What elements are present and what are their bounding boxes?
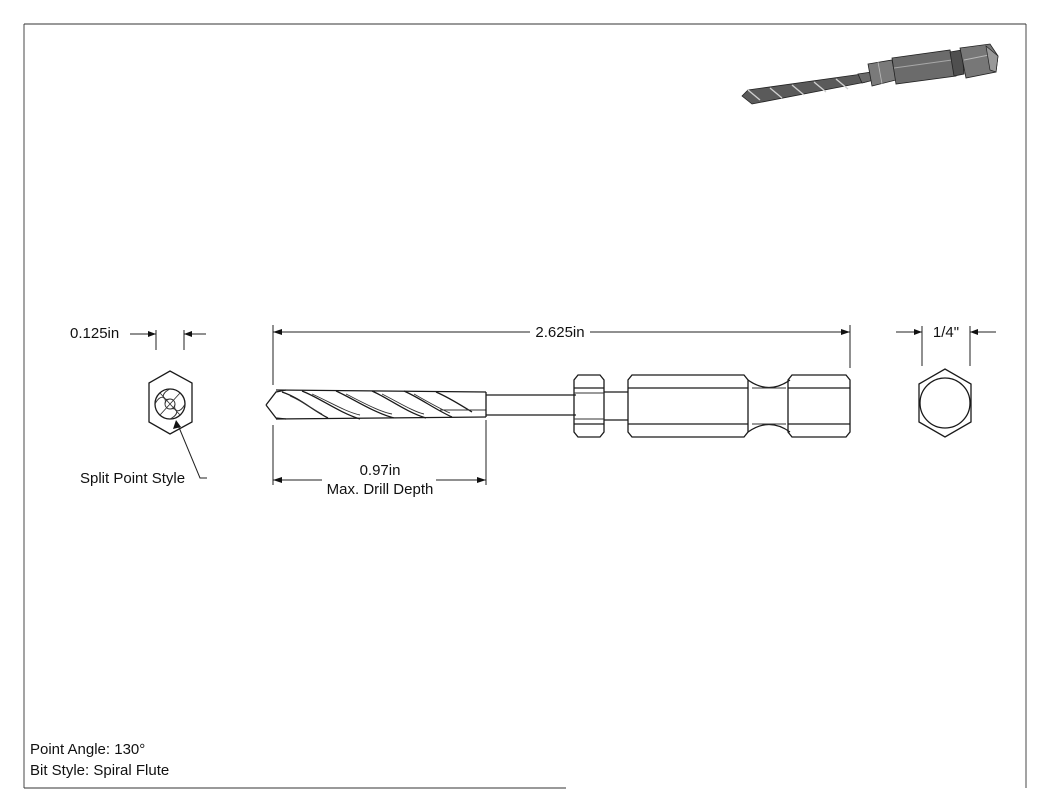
dim-overall-length: 2.625in	[535, 324, 585, 341]
note-point-angle: Point Angle: 130°	[30, 741, 146, 758]
dim-tip-diameter: 0.125in	[70, 325, 120, 342]
side-view-drill-bit	[265, 325, 851, 485]
dim-drill-depth-value: 0.97in	[359, 462, 401, 479]
sheet-border	[23, 23, 1027, 789]
isometric-thumbnail	[741, 43, 999, 105]
end-view-split-point	[130, 330, 207, 479]
callout-split-point: Split Point Style	[80, 470, 186, 487]
dim-drill-depth-caption: Max. Drill Depth	[326, 481, 434, 498]
end-view-hex	[896, 326, 996, 438]
note-bit-style: Bit Style: Spiral Flute	[30, 762, 170, 779]
hex-outline-right	[918, 368, 972, 438]
dim-hex-size: 1/4"	[932, 324, 960, 341]
hex-outline-left	[148, 370, 193, 435]
